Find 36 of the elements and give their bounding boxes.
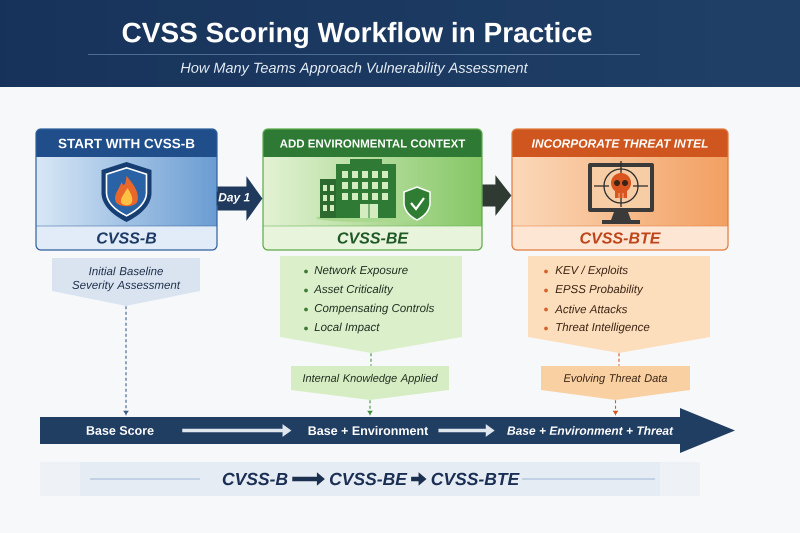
card-header: ADD ENVIRONMENTAL CONTEXT	[263, 129, 482, 157]
dashed-line	[370, 353, 372, 366]
card-footer: CVSS-BTE	[512, 226, 728, 250]
list-item: Active Attacks	[554, 304, 628, 314]
step-card	[262, 128, 483, 251]
score-label: CVSS-B	[222, 472, 288, 486]
subtitle: How Many Teams Approach Vulnerability Assessment	[180, 62, 528, 76]
card-header: INCORPORATE THREAT INTEL	[512, 129, 728, 157]
dashed-line	[618, 353, 620, 366]
dashed-arrow	[368, 400, 372, 415]
dashed-arrow	[613, 400, 618, 415]
card-footer: CVSS-B	[36, 226, 218, 250]
dashed-arrow	[124, 306, 128, 415]
card-footer: CVSS-BE	[262, 226, 482, 250]
list-item: Threat Intelligence	[556, 322, 650, 334]
list-item: Compensating Controls	[314, 304, 434, 314]
edge-label: Day 1	[216, 192, 252, 206]
list-item: KEV / Exploits	[556, 266, 628, 276]
list-item: Local Impact	[314, 322, 380, 334]
callout-text: Evolving Threat Data	[564, 374, 668, 384]
list-item: Asset Criticality	[314, 284, 394, 296]
title: CVSS Scoring Workflow in Practice	[122, 22, 592, 48]
list-item: Network Exposure	[314, 266, 408, 276]
stage-label: Base + Environment + Threat	[507, 426, 674, 435]
score-label: CVSS-BE	[330, 472, 408, 486]
step-card	[35, 128, 218, 251]
list-item: EPSS Probability	[556, 284, 644, 296]
timeline-arrow	[40, 408, 735, 453]
stage-label: Base Score	[86, 426, 154, 435]
score-label: CVSS-BTE	[432, 472, 520, 486]
callout-text: Internal Knowledge Applied	[302, 374, 438, 384]
callout-text: Initial Baseline Severity Assessment	[72, 266, 180, 292]
summary-band	[40, 462, 700, 496]
step-card	[511, 128, 729, 251]
stage-label: Base + Environment	[308, 426, 428, 436]
card-header: START WITH CVSS-B	[36, 129, 217, 157]
